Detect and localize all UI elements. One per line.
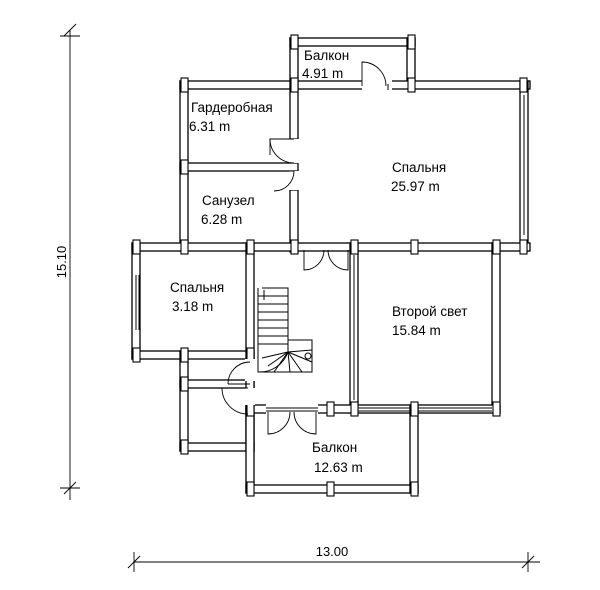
room-area: 12.63 m xyxy=(314,460,363,475)
room-area: 4.91 m xyxy=(302,66,343,81)
room-area: 6.28 m xyxy=(201,212,242,227)
room-second-light: Второй свет 15.84 m xyxy=(392,304,467,338)
windows xyxy=(135,95,525,400)
room-name: Второй свет xyxy=(392,304,467,319)
room-balcony-top: Балкон 4.91 m xyxy=(302,48,349,81)
width-dimension-label: 13.00 xyxy=(316,544,349,559)
height-dimension-label: 15.10 xyxy=(54,246,69,279)
room-name: Балкон xyxy=(312,440,357,455)
wall-joints xyxy=(132,34,528,497)
room-bedroom-small: Спальня 3.18 m xyxy=(170,280,224,314)
room-bedroom-large: Спальня 25.97 m xyxy=(391,160,446,194)
room-area: 3.18 m xyxy=(172,299,213,314)
room-area: 25.97 m xyxy=(391,179,440,194)
dimension-vertical xyxy=(60,23,80,500)
room-name: Спальня xyxy=(170,280,224,295)
room-name: Балкон xyxy=(304,48,349,63)
room-name: Спальня xyxy=(392,160,446,175)
room-area: 6.31 m xyxy=(189,119,230,134)
staircase xyxy=(257,287,313,373)
room-name: Санузел xyxy=(202,193,255,208)
room-name: Гардеробная xyxy=(191,100,273,115)
dimension-horizontal xyxy=(127,552,540,572)
room-balcony-bottom: Балкон 12.63 m xyxy=(312,440,363,475)
doors xyxy=(221,61,392,435)
room-area: 15.84 m xyxy=(392,323,441,338)
room-bathroom: Санузел 6.28 m xyxy=(201,193,255,227)
room-wardrobe: Гардеробная 6.31 m xyxy=(189,100,273,134)
